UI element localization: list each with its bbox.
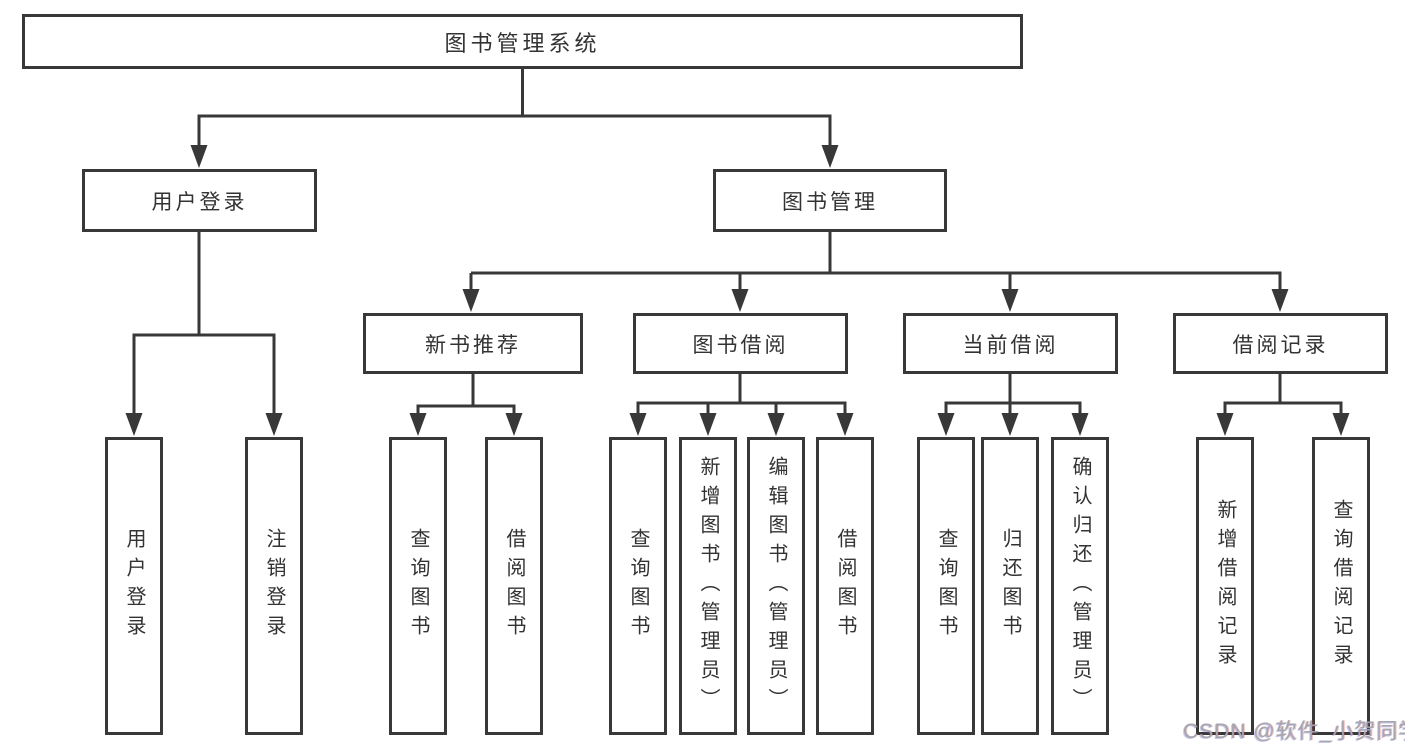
node-borrow-records: 借阅记录: [1173, 313, 1388, 374]
leaf-records-query-record: 查询借阅记录: [1312, 437, 1370, 735]
leaf-logout: 注销登录: [245, 437, 303, 735]
leaf-current-return-books: 归还图书: [981, 437, 1039, 735]
leaf-borrow-query-books: 查询图书: [609, 437, 667, 735]
leaf-recommend-query-books: 查询图书: [389, 437, 447, 735]
csdn-watermark: CSDN @软件_小贺同学: [1183, 720, 1405, 743]
leaf-borrow-borrow-books: 借阅图书: [816, 437, 874, 735]
node-current-borrow: 当前借阅: [903, 313, 1118, 374]
leaf-recommend-borrow-books: 借阅图书: [485, 437, 543, 735]
node-user-login: 用户登录: [82, 169, 317, 232]
node-new-book-recommend: 新书推荐: [363, 313, 583, 374]
node-book-borrow: 图书借阅: [633, 313, 848, 374]
leaf-user-login: 用户登录: [105, 437, 163, 735]
node-book-management: 图书管理: [713, 169, 947, 232]
leaf-current-query-books: 查询图书: [917, 437, 975, 735]
leaf-borrow-add-books-admin: 新增图书（管理员）: [679, 437, 737, 735]
leaf-borrow-edit-books-admin: 编辑图书（管理员）: [747, 437, 805, 735]
node-library-management-system: 图书管理系统: [22, 14, 1023, 69]
leaf-current-confirm-return-admin: 确认归还（管理员）: [1051, 437, 1109, 735]
leaf-records-add-record: 新增借阅记录: [1196, 437, 1254, 735]
